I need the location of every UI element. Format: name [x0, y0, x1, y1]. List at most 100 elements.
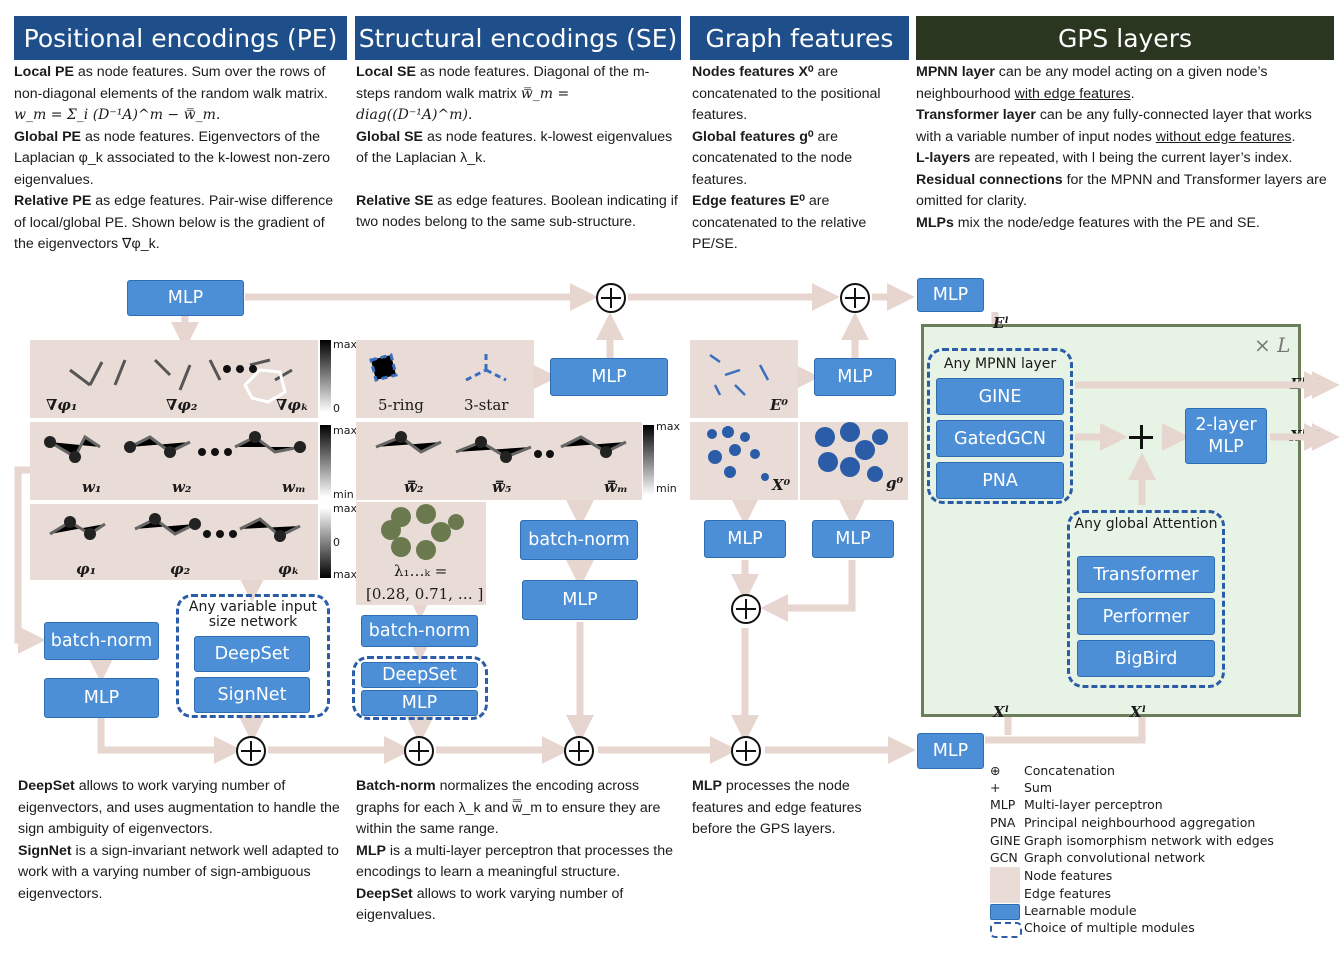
legend-text-8: Learnable module	[1024, 903, 1137, 918]
header-graph-features: Graph features	[690, 16, 909, 60]
mlp-node-input[interactable]: MLP	[917, 733, 984, 769]
mlp-global-features[interactable]: MLP	[812, 520, 894, 558]
label-wwm: w̿ₘ	[604, 478, 628, 496]
label-phik: φₖ	[278, 560, 300, 578]
legend-key-1: +	[990, 780, 1001, 795]
legend-text-4: Graph isomorphism network with edges	[1024, 833, 1274, 848]
colorbar-local-se	[643, 425, 654, 495]
legend-swatch-features	[990, 867, 1020, 903]
legend-key-3: PNA	[990, 815, 1016, 830]
choice-se-network	[352, 656, 488, 720]
legend-key-4: GINE	[990, 833, 1021, 848]
concat-pe	[236, 736, 266, 766]
label-lambda: λ₁…ₖ =	[394, 562, 448, 580]
concat-edge-features	[840, 283, 870, 313]
legend-key-2: MLP	[990, 797, 1016, 812]
deepset-pe[interactable]: DeepSet	[194, 636, 310, 672]
label-El: Eˡ	[993, 314, 1009, 332]
batch-norm-local-se[interactable]: batch-norm	[520, 520, 638, 560]
label-ww2: w̿₂	[404, 478, 424, 496]
mlp-node-features[interactable]: MLP	[704, 520, 786, 558]
label-lambda-values: [0.28, 0.71, … ]	[366, 585, 484, 603]
choice-variable-input-network	[176, 594, 330, 718]
colorbar-se-max: max	[656, 420, 680, 433]
legend-text-1: Sum	[1024, 780, 1053, 795]
colorbar-grad-zero: 0	[333, 402, 340, 415]
batch-norm-global-se[interactable]: batch-norm	[361, 615, 478, 647]
concat-relative-se	[596, 283, 626, 313]
transformer-module[interactable]: Transformer	[1077, 556, 1215, 593]
colorbar-global-zero: 0	[333, 536, 340, 549]
panel-global-se: λ₁…ₖ =	[356, 502, 486, 605]
signnet-pe[interactable]: SignNet	[194, 677, 310, 713]
concat-se-global	[404, 736, 434, 766]
label-3-star: 3-star	[464, 396, 509, 414]
label-wm: wₘ	[282, 478, 306, 496]
mlp-local-se[interactable]: MLP	[522, 580, 638, 620]
concat-graph-features	[731, 594, 761, 624]
batch-norm-local-pe[interactable]: batch-norm	[44, 622, 159, 660]
colorbar-grad-max: max	[333, 338, 357, 351]
graph-description: Nodes features X⁰ are concatenated to th…	[692, 64, 881, 252]
pe-bottom-description: DeepSet allows to work varying number of…	[18, 778, 340, 902]
header-positional-encodings: Positional encodings (PE)	[14, 16, 347, 60]
panel-edge-features: E⁰	[690, 340, 798, 418]
label-g0: g⁰	[886, 474, 904, 492]
colorbar-global-max-top: max	[333, 502, 357, 515]
panel-node-features: X⁰	[690, 422, 798, 500]
legend-text-5: Graph convolutional network	[1024, 850, 1206, 865]
legend-key-5: GCN	[990, 850, 1018, 865]
colorbar-local-pe	[320, 425, 331, 497]
mlp-relative-pe[interactable]: MLP	[127, 280, 244, 316]
colorbar-local-max: max	[333, 424, 357, 437]
label-X0: X⁰	[772, 476, 791, 494]
concat-se-local	[564, 736, 594, 766]
sum-mpnn-attention	[1129, 425, 1153, 449]
panel-relative-se: 5-ring 3-star	[356, 340, 534, 418]
label-any-mpnn: Any MPNN layer	[943, 356, 1057, 372]
concat-node-input	[731, 736, 761, 766]
legend-text-9: Choice of multiple modules	[1024, 920, 1195, 935]
header-structural-encodings: Structural encodings (SE)	[355, 16, 681, 60]
mlp-edge-input[interactable]: MLP	[917, 278, 984, 312]
label-Xl1: Xˡ⁺¹	[1290, 427, 1321, 445]
header-gps-layers: GPS layers	[916, 16, 1334, 60]
deepset-se[interactable]: DeepSet	[361, 662, 478, 688]
label-Xl-attention: Xˡ	[1130, 703, 1147, 721]
gine-module[interactable]: GINE	[936, 378, 1064, 415]
legend-text-6: Node features	[1024, 868, 1113, 883]
legend-swatch-module	[990, 904, 1020, 920]
legend-text-7: Edge features	[1024, 886, 1112, 901]
colorbar-global-max-bottom: max	[333, 568, 357, 581]
label-grad-phik: ∇φₖ	[276, 396, 309, 414]
label-Xl-mpnn: Xˡ	[993, 703, 1010, 721]
panel-local-pe: w₁ w₂ wₘ	[30, 422, 318, 500]
colorbar-local-min: min	[333, 488, 354, 501]
performer-module[interactable]: Performer	[1077, 598, 1215, 635]
mlp-edge-features[interactable]: MLP	[814, 358, 896, 396]
legend-key-0: ⊕	[990, 763, 1001, 778]
panel-local-se: w̿₂ w̿₅ w̿ₘ	[356, 422, 642, 500]
label-phi2: φ₂	[170, 560, 191, 578]
mlp-local-pe[interactable]: MLP	[44, 678, 159, 718]
label-any-attention: Any global Attention	[1074, 516, 1218, 532]
label-w1: w₁	[82, 478, 102, 496]
mlp-global-se[interactable]: MLP	[361, 690, 478, 716]
legend-swatch-choice	[990, 922, 1022, 938]
panel-global-features: g⁰	[800, 422, 908, 500]
gps-description: MPNN layer can be any model acting on a …	[916, 64, 1327, 231]
label-grad-phi2: ∇φ₂	[166, 396, 198, 414]
label-w2: w₂	[172, 478, 192, 496]
colorbar-grad	[320, 340, 331, 412]
panel-relative-pe: ∇φ₁ ∇φ₂ ∇φₖ	[30, 340, 318, 418]
label-times-L: × L	[1254, 333, 1291, 357]
se-description: Local SE as node features. Diagonal of t…	[356, 64, 678, 230]
bigbird-module[interactable]: BigBird	[1077, 640, 1215, 677]
label-E0: E⁰	[770, 396, 789, 414]
graph-bottom-description: MLP processes the node features and edge…	[692, 778, 862, 837]
pna-module[interactable]: PNA	[936, 462, 1064, 499]
gatedgcn-module[interactable]: GatedGCN	[936, 420, 1064, 457]
legend-text-2: Multi-layer perceptron	[1024, 797, 1163, 812]
mlp-relative-se[interactable]: MLP	[550, 358, 668, 396]
two-layer-mlp[interactable]: 2-layer MLP	[1185, 408, 1267, 464]
